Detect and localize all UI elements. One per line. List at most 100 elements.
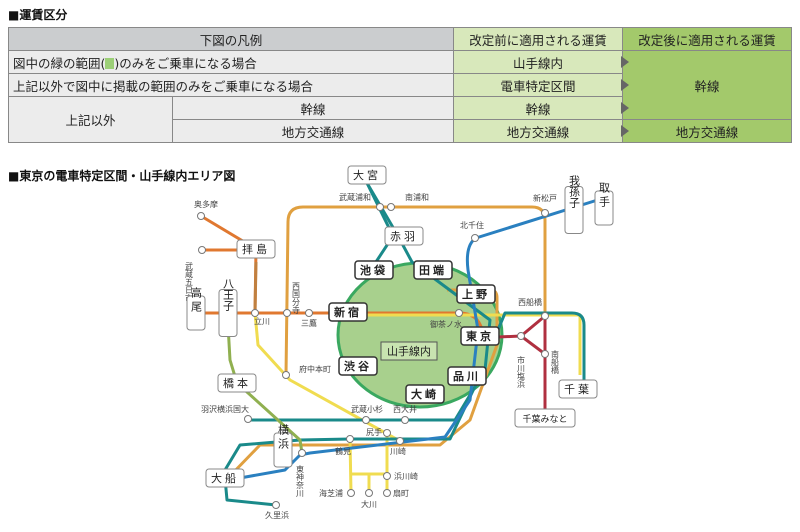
station-node [283,309,291,317]
rail-line-red [497,314,547,418]
station-name: 上野 [462,287,490,301]
station-name: 大宮 [353,168,381,182]
station-node [455,309,463,317]
station-box [236,239,276,259]
station-label: 鶴見 [335,446,351,456]
fare-table: 下図の凡例 改定前に適用される運賃 改定後に適用される運賃 図中の緑の範囲()の… [8,27,792,143]
station-name: 高尾 [190,286,203,315]
station-name: 新宿 [334,305,362,319]
station-node [387,203,395,211]
station-box [273,432,293,468]
station-label: 南浦和 [405,192,429,202]
station-name: 千葉 [564,382,592,396]
station-label: 市川塩浜 [517,355,526,389]
station-label: 海芝浦 [319,488,343,498]
station-name: 八王子 [222,278,235,311]
station-node [346,435,354,443]
station-node [347,489,355,497]
station-box [460,326,500,346]
row-densha-label: 上記以外で図中に掲載の範囲のみをご乗車になる場合 [8,73,454,97]
station-label: 西船橋 [518,297,542,307]
station-name: 田端 [419,263,447,277]
station-node [517,332,525,340]
rail-line-teal [223,379,480,471]
section-title-fare: ■運賃区分 [8,8,68,22]
station-node [541,350,549,358]
station-name: 品川 [453,370,481,383]
arrow-icon [621,56,629,68]
station-node [383,472,391,480]
station-label: 川崎 [390,446,406,456]
station-box [218,289,238,337]
arrow-icon [621,79,629,91]
arrow-icon [621,102,629,114]
area-label: 山手線内 [387,344,431,358]
station-node [365,489,373,497]
station-box [456,284,496,304]
row-chiho-before: 地方交通線 [453,119,629,143]
station-node [305,309,313,317]
station-node [244,415,252,423]
header-before: 改定前に適用される運賃 [453,27,623,51]
station-label: 久里浜 [265,510,289,520]
station-label: 南船橋 [551,349,560,375]
station-name: 取手 [598,182,611,210]
station-box [338,356,378,376]
station-node [198,246,206,254]
station-box [514,408,576,428]
station-box [558,379,598,399]
station-node [396,437,404,445]
station-label: 三鷹 [301,318,317,328]
green-swatch [105,57,115,69]
row-chiho-after: 地方交通線 [622,119,792,143]
station-box [384,226,424,246]
station-box [217,373,257,393]
station-label: 羽沢横浜国大 [201,404,249,414]
rail-line-brown [253,261,258,314]
station-node [251,309,259,317]
station-box [405,384,445,404]
station-label: 奥多摩 [194,199,218,209]
row-other-group: 上記以外 [8,96,173,143]
station-name: 池袋 [360,263,388,277]
station-node [197,212,205,220]
row-densha-before: 電車特定区間 [453,73,629,97]
rail-line-yellow [253,312,401,443]
area-label-box [380,341,438,361]
station-node [362,416,370,424]
station-node [541,209,549,217]
station-box [205,468,245,488]
station-node [471,234,479,242]
station-name: 千葉みなと [522,413,567,425]
station-box [594,190,614,226]
station-box [347,165,387,185]
rail-line-red [520,334,546,356]
station-node [298,449,306,457]
rail-line-yellow [360,313,582,375]
station-name: 拝島 [242,242,270,256]
station-label: 御茶ノ水 [430,319,462,329]
station-box [564,186,584,234]
station-node [272,501,280,509]
arrow-icon [621,125,629,137]
station-box [354,260,394,280]
section-title-map: ■東京の電車特定区間・山手線内エリア図 [8,169,236,183]
station-box [186,295,206,331]
station-label: 東神奈川 [296,464,305,497]
station-label: 西大井 [393,404,417,414]
station-name: 大崎 [411,387,439,401]
merged-after: 幹線 [622,50,792,120]
station-label: 立川 [254,316,270,326]
station-label: 西国分寺 [292,282,301,314]
station-label: 武蔵浦和 [339,192,371,202]
station-label: 武蔵小杉 [351,404,383,414]
station-box [328,302,368,322]
station-name: 横浜 [277,423,290,452]
station-label: 武蔵五日市 [185,261,194,303]
station-label: 尻手 [366,427,382,437]
row-kansen-before: 幹線 [453,96,629,120]
station-name: 我孫子 [568,175,581,208]
row-kansen-sub: 幹線 [172,96,454,120]
row-yamanote-label: 図中の緑の範囲()のみをご乗車になる場合 [8,50,454,74]
